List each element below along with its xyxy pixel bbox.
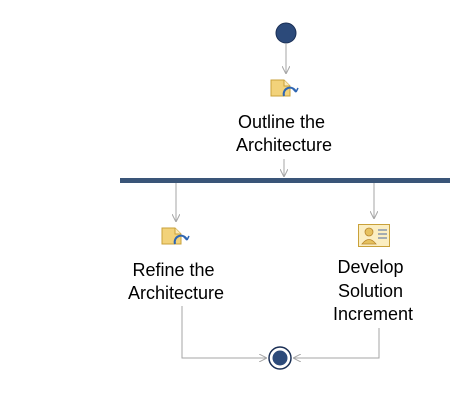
- activity-label-refine[interactable]: Refine the Architecture: [128, 260, 224, 303]
- activity-label-outline[interactable]: Outline the Architecture: [236, 112, 332, 155]
- end-node[interactable]: [268, 346, 292, 370]
- activity-label-line: Solution: [338, 281, 403, 301]
- flow-develop-to-end: [294, 328, 380, 358]
- task-loop-icon[interactable]: [270, 79, 299, 97]
- activity-label-line: Outline the: [238, 112, 325, 132]
- activity-label-line: Develop: [337, 257, 403, 277]
- fork-bar[interactable]: [120, 178, 450, 183]
- activity-label-line: Architecture: [128, 283, 224, 303]
- task-loop-icon[interactable]: [161, 227, 190, 245]
- start-node[interactable]: [275, 22, 297, 44]
- activity-label-develop[interactable]: Develop Solution Increment: [333, 257, 413, 324]
- activity-label-line: Architecture: [236, 135, 332, 155]
- flow-refine-to-end: [181, 306, 266, 358]
- work-product-person-icon[interactable]: [358, 224, 390, 247]
- activity-label-line: Refine the: [132, 260, 214, 280]
- activity-label-line: Increment: [333, 304, 413, 324]
